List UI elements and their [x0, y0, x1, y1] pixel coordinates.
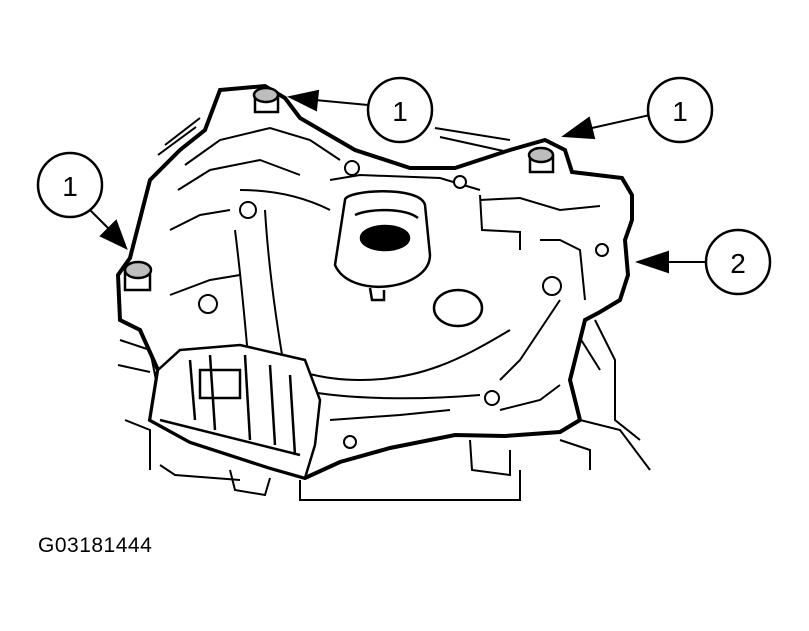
bolt-hole — [344, 160, 360, 176]
callout-label: 1 — [392, 96, 408, 127]
bolt-hole — [198, 294, 218, 314]
bolt-hole — [542, 276, 562, 296]
bolt-hole — [239, 201, 257, 219]
shaft-hole — [359, 224, 411, 252]
bolt-upper — [252, 86, 280, 114]
oval-port — [432, 288, 484, 328]
callout-label: 2 — [730, 248, 746, 279]
bolts — [123, 86, 555, 292]
callout-1-left: 1 — [36, 151, 104, 219]
central-boss — [333, 190, 432, 302]
bolt-left — [123, 260, 153, 292]
bolt-hole — [343, 435, 357, 449]
bolt-hole — [453, 175, 467, 189]
connector-housing — [148, 343, 322, 480]
callout-leaders — [84, 89, 710, 274]
bolt-hole — [595, 243, 609, 257]
bolt-holes — [198, 160, 609, 449]
callout-1-upper-right: 1 — [646, 76, 714, 144]
callout-2-cover: 2 — [704, 228, 772, 296]
callout-label: 1 — [672, 96, 688, 127]
bolt-upper-right — [527, 146, 555, 174]
figure-id-label: G03181444 — [38, 534, 153, 557]
bolt-hole — [484, 390, 500, 406]
callout-1-upper: 1 — [366, 76, 434, 144]
callout-label: 1 — [62, 171, 78, 202]
